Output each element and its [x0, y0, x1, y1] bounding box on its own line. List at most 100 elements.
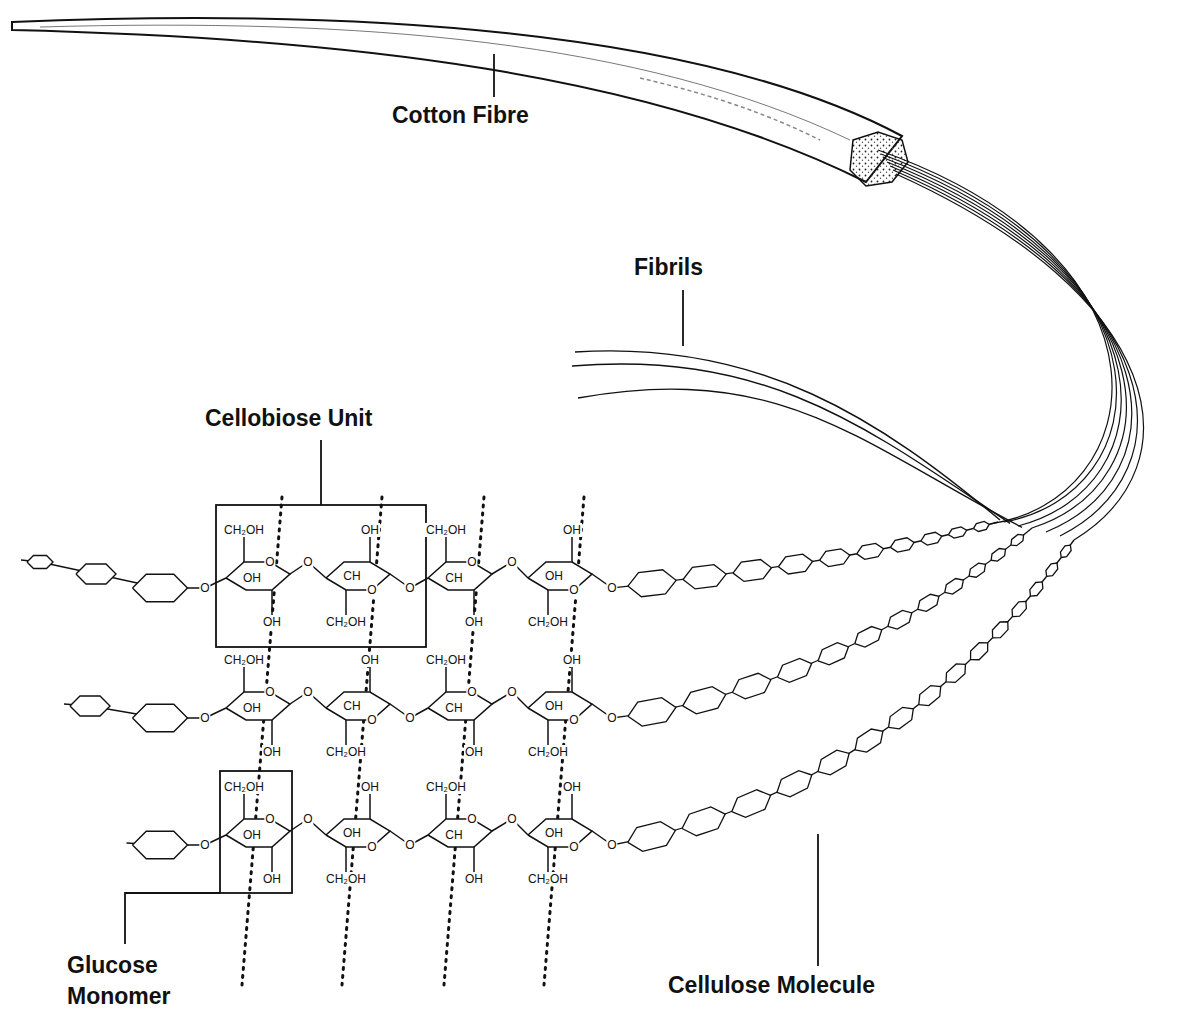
glucose-ring: [528, 692, 592, 720]
fibre-cross-section: [850, 132, 908, 186]
chemical-label: CH₂OH: [425, 523, 467, 537]
chemical-label: OH: [562, 780, 582, 794]
cotton-fibre-outline: [12, 18, 902, 182]
chemical-label: O: [466, 812, 477, 826]
glucose-frame: [220, 771, 292, 893]
chemical-label: O: [404, 711, 415, 725]
fibre-shading: [640, 78, 820, 140]
glucose-ring: [326, 819, 390, 847]
glucose-bead: [683, 565, 726, 589]
part-label: Cellulose Molecule: [668, 970, 875, 1001]
chemical-label: OH: [242, 571, 262, 585]
chemical-label: CH: [342, 569, 361, 583]
chemical-label: O: [404, 838, 415, 852]
chemical-bond: [547, 590, 549, 616]
chemical-label: CH₂OH: [325, 872, 367, 886]
leader-line: [493, 54, 495, 97]
chemical-label: O: [506, 812, 517, 826]
cellulose-chain: [612, 528, 1032, 718]
glucose-bead: [628, 698, 676, 726]
chemical-label: O: [264, 555, 275, 569]
chemical-label: O: [466, 685, 477, 699]
chemical-label: CH₂OH: [527, 615, 569, 629]
glucose-bead: [945, 579, 964, 595]
glucose-ring: [326, 562, 390, 590]
glucose-bead: [133, 704, 188, 732]
chemical-bond: [547, 847, 549, 873]
fibre-shading: [40, 25, 850, 140]
glucose-bead: [918, 594, 939, 611]
fibril: [890, 166, 1132, 532]
glucose-bead: [733, 559, 771, 581]
chemical-label: O: [606, 838, 617, 852]
chemical-label: O: [264, 685, 275, 699]
glucose-ring: [528, 819, 592, 847]
glucose-bead: [628, 822, 676, 852]
leader-line: [682, 290, 684, 346]
chemical-bond: [243, 793, 245, 819]
chemical-label: O: [302, 555, 313, 569]
chemical-label: OH: [544, 569, 564, 583]
chemical-label: O: [199, 581, 210, 595]
chemical-bond: [571, 793, 573, 819]
fibril: [887, 162, 1126, 528]
glucose-bead: [682, 807, 725, 836]
glucose-bead: [971, 643, 988, 660]
glucose-bead: [683, 687, 726, 714]
chemical-label: OH: [544, 699, 564, 713]
chemical-bond: [547, 720, 549, 746]
chemical-bond: [271, 590, 273, 616]
chemical-bond: [369, 666, 371, 692]
chemical-label: OH: [262, 872, 282, 886]
chemical-label: OH: [360, 780, 380, 794]
chemical-label: OH: [342, 826, 362, 840]
cellulose-chain: [612, 540, 1074, 845]
glucose-ring: [326, 692, 390, 720]
chemical-label: O: [568, 840, 579, 854]
chemical-label: OH: [242, 828, 262, 842]
glucose-bead: [1011, 534, 1024, 545]
fibril: [881, 154, 1116, 522]
glucose-bead: [819, 549, 849, 567]
chemical-label: CH: [342, 699, 361, 713]
chemical-label: O: [606, 581, 617, 595]
glucose-ring: [226, 562, 290, 590]
chemical-label: O: [568, 583, 579, 597]
chemical-label: O: [199, 711, 210, 725]
chemical-label: O: [366, 713, 377, 727]
glucose-ring: [428, 562, 492, 590]
fibril: [578, 389, 1022, 527]
chemical-bond: [571, 666, 573, 692]
chemical-bond: [445, 793, 447, 819]
leader-line: [320, 440, 322, 505]
glucose-bead: [888, 610, 912, 629]
glucose-bead: [1030, 582, 1043, 596]
chemical-bond: [571, 536, 573, 562]
chemical-label: CH: [444, 828, 463, 842]
chemical-bond: [369, 536, 371, 562]
glucose-bead: [973, 521, 989, 531]
part-label: Cellobiose Unit: [205, 403, 372, 434]
chemical-label: CH₂OH: [223, 523, 265, 537]
chemical-bond: [473, 590, 475, 616]
glucose-bead: [889, 707, 914, 729]
chemical-label: O: [302, 685, 313, 699]
glucose-ring: [226, 692, 290, 720]
cellobiose-frame: [216, 505, 426, 647]
glucose-ring: [428, 819, 492, 847]
glucose-bead: [818, 643, 848, 665]
glucose-bead: [1012, 601, 1026, 616]
chemical-bond: [473, 847, 475, 873]
chemical-label: O: [366, 583, 377, 597]
chemical-label: CH₂OH: [527, 745, 569, 759]
chemical-bond: [345, 720, 347, 746]
chemical-bond: [271, 847, 273, 873]
chemical-label: OH: [562, 523, 582, 537]
glucose-bead: [133, 831, 188, 859]
fibril: [893, 170, 1137, 536]
glucose-bead: [732, 673, 770, 699]
glucose-bead: [778, 554, 812, 574]
glucose-bead: [969, 563, 985, 577]
glucose-bead: [777, 658, 811, 682]
